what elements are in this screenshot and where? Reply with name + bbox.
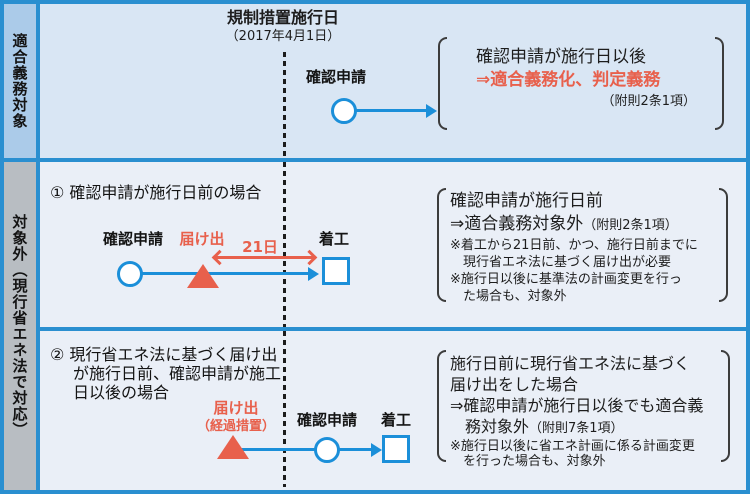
note2-clause-ref: （附則2条1項）: [583, 218, 678, 233]
section-compliance-obligation: 規制措置施行日 （2017年4月1日） 確認申請 確認申請が施行日以後 ⇒適合義…: [40, 4, 746, 158]
row-label-top-text: 適合義務対象: [10, 33, 29, 129]
enforcement-date-line: [283, 52, 286, 158]
timeline-arrow-line: [355, 109, 428, 112]
timeline-arrow-line: [233, 448, 373, 451]
row-label-compliance-obligation: 適合義務対象: [4, 4, 36, 158]
application-label: 確認申請: [296, 411, 357, 429]
note1-clause-ref: （附則2条1項）: [601, 94, 696, 109]
notification-label: 届け出: [179, 230, 225, 248]
notification-marker: [187, 264, 219, 288]
note3-line1: 施行日前に現行省エネ法に基づく: [450, 354, 691, 373]
application-label: 確認申請: [102, 230, 163, 248]
note1-line2-emphasis: ⇒適合義務化、判定義務: [476, 70, 661, 90]
bracket-left-icon: [438, 37, 447, 130]
note2-line2: ⇒適合義務対象外: [450, 214, 584, 234]
note3-line4: 務対象外: [465, 417, 530, 436]
construction-start-label: 着工: [380, 411, 411, 429]
note2-remark1b: 現行省エネ法に基づく届け出が必要: [463, 255, 672, 270]
note1-line1: 確認申請が施行日以後: [476, 47, 646, 67]
application-marker: [331, 98, 357, 124]
note3-clause-ref: （附則7条1項）: [529, 421, 624, 436]
note2-remark1a: ※着工から21日前、かつ、施行日前までに: [450, 238, 698, 253]
note3-remark1b: を行った場合も、対象外: [463, 454, 606, 469]
note-bracket-1: 確認申請が施行日以後 ⇒適合義務化、判定義務 （附則2条1項）: [438, 37, 724, 130]
notification-marker: [217, 435, 249, 459]
case2-heading-line3: 日以後の場合: [73, 383, 170, 402]
transitional-measure-label: （経過措置）: [196, 419, 275, 434]
note3-remark1a: ※施行日以後に省エネ計画に係る計画変更: [450, 439, 695, 454]
enforcement-date-title: 規制措置施行日: [226, 8, 339, 27]
case2-heading-line1: ② 現行省エネ法に基づく届け出: [50, 345, 278, 364]
construction-start-label: 着工: [318, 230, 349, 248]
bracket-right-icon: [721, 350, 730, 462]
timeline-arrow-line: [130, 272, 310, 275]
enforcement-date-line: [283, 162, 286, 327]
timeline-arrow-head: [308, 267, 319, 281]
note-bracket-2: 確認申請が施行日前 ⇒適合義務対象外（附則2条1項） ※着工から21日前、かつ、…: [437, 188, 728, 304]
timeline-arrow-head: [426, 104, 437, 118]
application-label: 確認申請: [305, 68, 366, 86]
21day-range-arrow-line: [216, 256, 314, 259]
note2-remark2b: た場合も、対象外: [463, 289, 567, 304]
construction-start-marker: [382, 435, 410, 463]
row-label-exempt: 対象外（現行省エネ法で対応）: [4, 162, 36, 490]
note3-line2: 届け出をした場合: [450, 375, 579, 394]
application-marker: [314, 437, 340, 463]
case2-heading: ② 現行省エネ法に基づく届け出 が施行日前、確認申請が施工 日以後の場合: [50, 345, 281, 402]
timeline-arrow-head: [371, 443, 382, 457]
note2-remark2a: ※施行日以後に基準法の計画変更を行っ: [450, 272, 682, 287]
note3-line3: ⇒確認申請が施行日以後でも適合義: [450, 396, 704, 415]
note-bracket-3: 施行日前に現行省エネ法に基づく 届け出をした場合 ⇒確認申請が施行日以後でも適合…: [437, 350, 730, 469]
application-marker: [117, 261, 143, 287]
notification-label: 届け出: [213, 399, 259, 417]
bracket-left-icon: [437, 350, 446, 462]
note2-line1: 確認申請が施行日前: [450, 191, 603, 211]
bracket-right-icon: [719, 188, 728, 302]
enforcement-date-line: [283, 331, 286, 487]
bracket-left-icon: [437, 188, 446, 302]
construction-start-marker: [322, 257, 350, 285]
21days-label: 21日: [242, 238, 278, 256]
enforcement-date-header: 規制措置施行日 （2017年4月1日）: [183, 8, 383, 46]
case1-heading: ① 確認申請が施行日前の場合: [50, 183, 262, 202]
enforcement-date-value: （2017年4月1日）: [225, 29, 341, 44]
section-case2-exempt: ② 現行省エネ法に基づく届け出 が施行日前、確認申請が施工 日以後の場合 届け出…: [40, 331, 746, 490]
row-label-bottom-text: 対象外（現行省エネ法で対応）: [10, 214, 29, 438]
case2-heading-line2: が施行日前、確認申請が施工: [73, 364, 282, 383]
section-case1-exempt: ① 確認申請が施行日前の場合 確認申請 届け出 21日 着工 確認申請が施行日前…: [40, 162, 746, 327]
bracket-right-icon: [715, 37, 724, 130]
